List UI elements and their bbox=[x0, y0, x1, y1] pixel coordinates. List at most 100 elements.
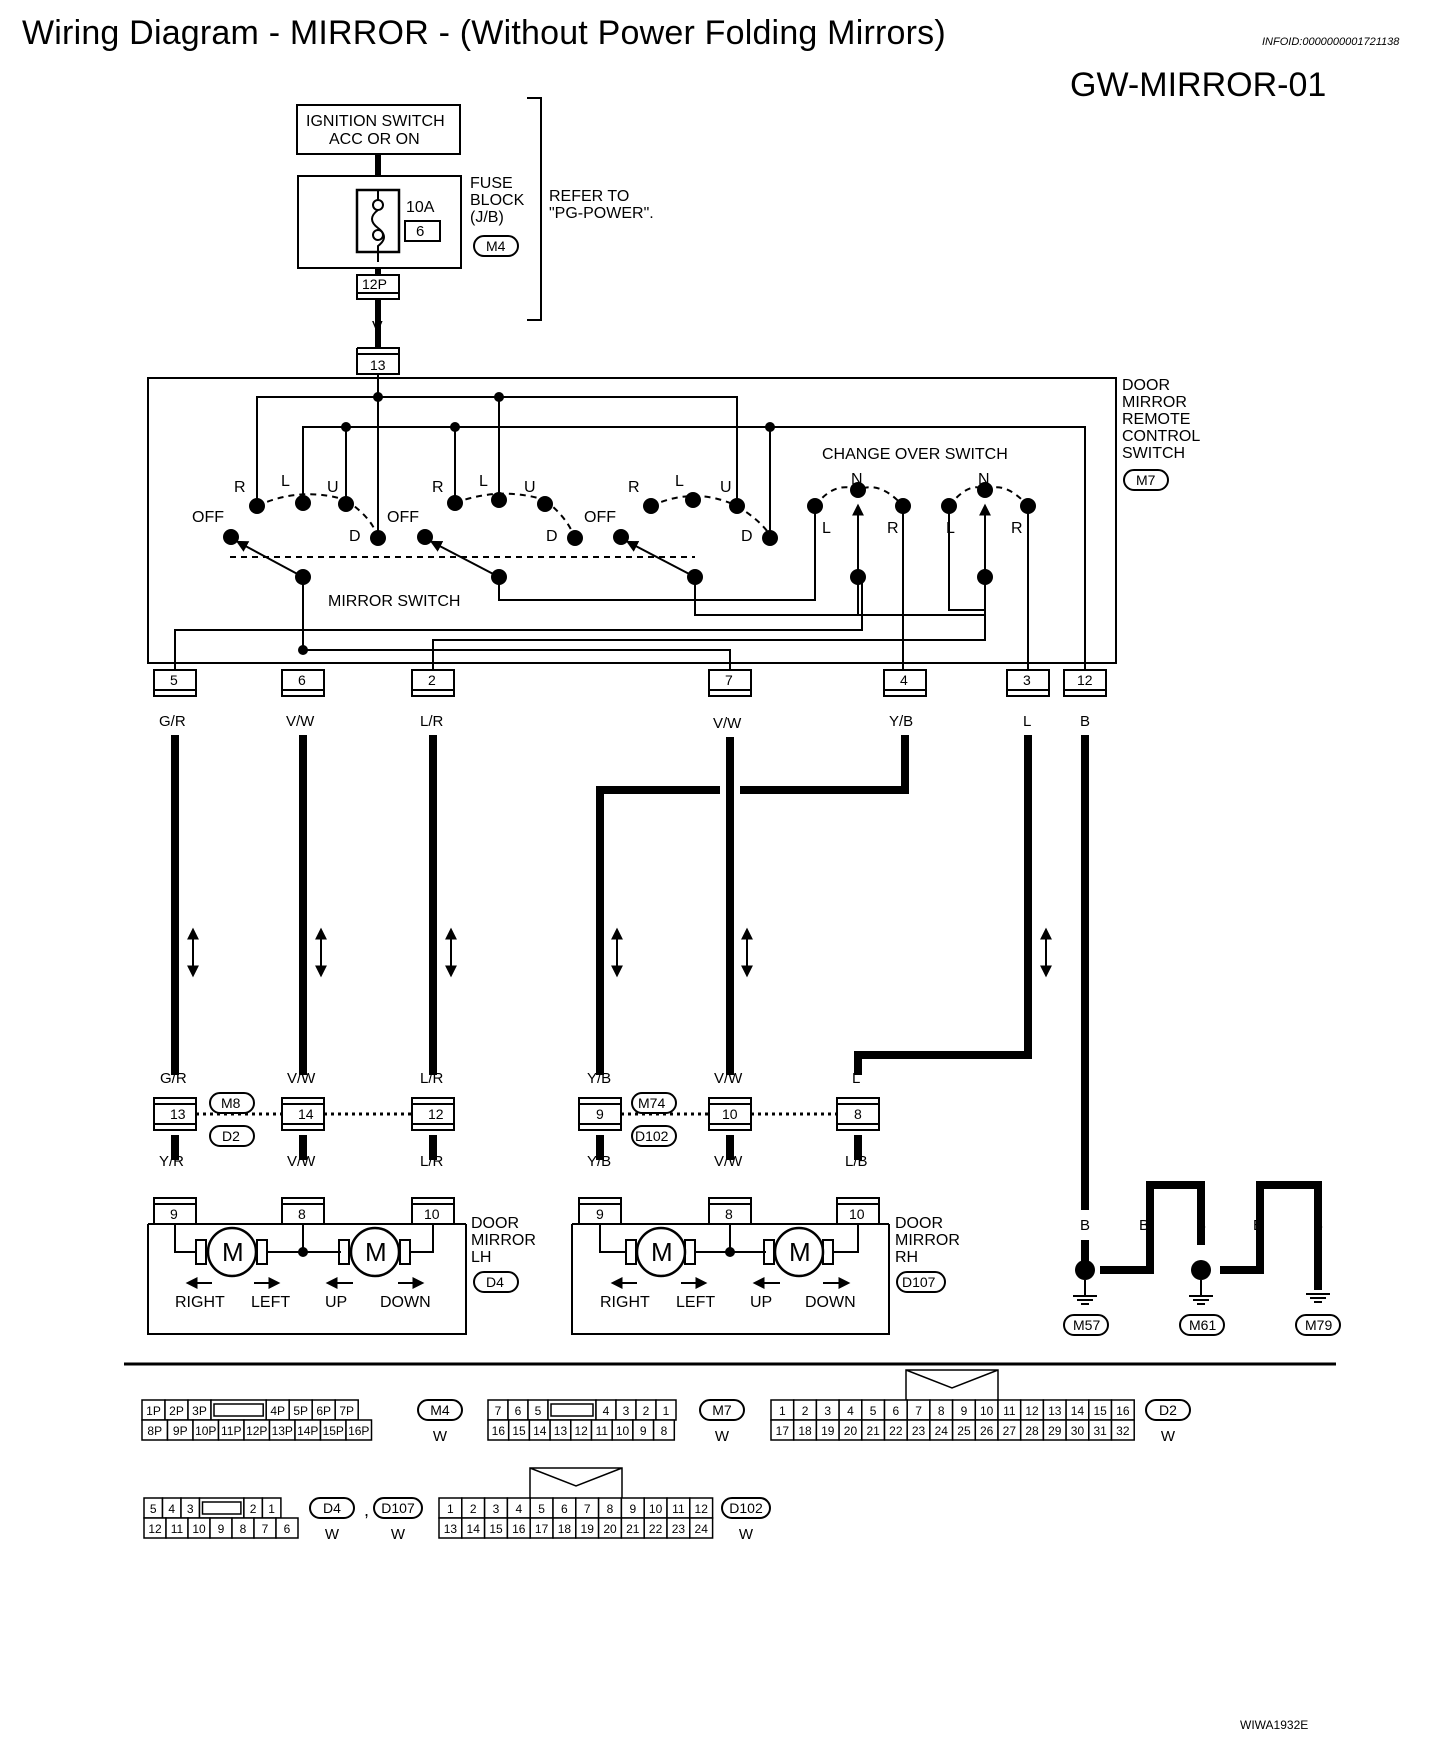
mirror-switch-label: MIRROR SWITCH bbox=[328, 593, 460, 610]
svg-text:B: B bbox=[1080, 1217, 1090, 1234]
d2-pin: 11 bbox=[1003, 1404, 1016, 1418]
svg-text:V/W: V/W bbox=[287, 1070, 316, 1087]
m4-pin: 15P bbox=[323, 1424, 344, 1438]
d4-separator: , bbox=[364, 1500, 369, 1520]
m7-color: W bbox=[715, 1428, 730, 1445]
fuse-connector-label: M4 bbox=[486, 238, 506, 254]
svg-text:R: R bbox=[234, 479, 246, 496]
svg-text:D: D bbox=[349, 528, 361, 545]
svg-text:CONTROL: CONTROL bbox=[1122, 428, 1200, 445]
d4-label: D4 bbox=[323, 1500, 341, 1516]
svg-text:UP: UP bbox=[325, 1294, 347, 1311]
switch-unit-connector: M7 bbox=[1136, 472, 1156, 488]
fuse-pin: 12P bbox=[362, 276, 387, 292]
svg-text:14: 14 bbox=[298, 1106, 314, 1122]
m7-pin: 11 bbox=[596, 1424, 609, 1438]
svg-text:N: N bbox=[851, 471, 863, 488]
d2-cell bbox=[1110, 1419, 1135, 1441]
m7-cell bbox=[652, 1419, 676, 1441]
fuse-number-box bbox=[404, 220, 441, 242]
svg-text:L: L bbox=[946, 520, 955, 537]
svg-text:OFF: OFF bbox=[584, 509, 616, 526]
svg-text:Y/B: Y/B bbox=[889, 713, 913, 730]
d107-label-oval bbox=[373, 1497, 423, 1519]
svg-text:L: L bbox=[281, 473, 290, 490]
svg-text:REMOTE: REMOTE bbox=[1122, 411, 1190, 428]
svg-text:5: 5 bbox=[170, 672, 178, 688]
m7-pin: 5 bbox=[535, 1404, 542, 1418]
svg-text:L: L bbox=[479, 473, 488, 490]
svg-text:MIRROR: MIRROR bbox=[471, 1232, 536, 1249]
svg-text:R: R bbox=[628, 479, 640, 496]
svg-text:LEFT: LEFT bbox=[676, 1294, 715, 1311]
d4-pin: 9 bbox=[218, 1522, 225, 1536]
d102-pin: 18 bbox=[558, 1522, 572, 1536]
svg-text:2: 2 bbox=[428, 672, 436, 688]
refer-line2: "PG-POWER". bbox=[549, 205, 654, 222]
d102-pin: 22 bbox=[649, 1522, 663, 1536]
d2-pin: 25 bbox=[957, 1424, 971, 1438]
m4-pin: 16P bbox=[348, 1424, 369, 1438]
joint-connector-lh: G/R V/W L/R Y/R V/W L/R 13 14 12 M8 D2 bbox=[153, 1070, 455, 1170]
svg-text:U: U bbox=[524, 479, 536, 496]
d107-label: D107 bbox=[381, 1500, 415, 1516]
d2-pin: 4 bbox=[847, 1404, 854, 1418]
svg-text:L: L bbox=[675, 473, 684, 490]
d102-pin: 5 bbox=[538, 1502, 545, 1516]
m7-pin: 3 bbox=[623, 1404, 630, 1418]
d4-pin: 7 bbox=[262, 1522, 269, 1536]
d2-pin: 26 bbox=[980, 1424, 994, 1438]
svg-text:V/W: V/W bbox=[713, 715, 742, 732]
d2-pin: 23 bbox=[912, 1424, 926, 1438]
d2-pin: 5 bbox=[870, 1404, 877, 1418]
m4-pin: 13P bbox=[272, 1424, 293, 1438]
ignition-line2: ACC OR ON bbox=[329, 131, 420, 148]
svg-text:D107: D107 bbox=[902, 1274, 936, 1290]
m4-pin: 9P bbox=[173, 1424, 188, 1438]
fuse-label3: (J/B) bbox=[470, 209, 504, 226]
svg-text:B: B bbox=[1313, 1217, 1323, 1234]
info-id: INFOID:0000000001721138 bbox=[1262, 36, 1400, 48]
m7-label: M7 bbox=[712, 1402, 732, 1418]
m7-pin: 10 bbox=[616, 1424, 630, 1438]
d2-pin: 27 bbox=[1003, 1424, 1017, 1438]
m4-pin: 7P bbox=[339, 1404, 354, 1418]
m7-pin: 12 bbox=[574, 1424, 588, 1438]
d4-pin: 2 bbox=[250, 1502, 257, 1516]
d102-pin: 10 bbox=[649, 1502, 663, 1516]
d2-pin: 31 bbox=[1093, 1424, 1107, 1438]
svg-text:M79: M79 bbox=[1305, 1317, 1332, 1333]
fuse-label2: BLOCK bbox=[470, 192, 525, 209]
d102-pin: 13 bbox=[444, 1522, 458, 1536]
d4-pin: 12 bbox=[148, 1522, 162, 1536]
svg-text:L: L bbox=[852, 1070, 860, 1087]
svg-text:G/R: G/R bbox=[160, 1070, 187, 1087]
d102-pin: 24 bbox=[695, 1522, 709, 1536]
svg-text:V/W: V/W bbox=[286, 713, 315, 730]
m4-color: W bbox=[433, 1428, 448, 1445]
svg-text:MIRROR: MIRROR bbox=[895, 1232, 960, 1249]
d4-pin: 4 bbox=[168, 1502, 175, 1516]
svg-text:M74: M74 bbox=[638, 1095, 665, 1111]
svg-text:M: M bbox=[222, 1237, 244, 1267]
d102-pin: 17 bbox=[535, 1522, 549, 1536]
svg-text:L: L bbox=[1023, 713, 1031, 730]
svg-text:12: 12 bbox=[428, 1106, 444, 1122]
m7-pin: 2 bbox=[643, 1404, 650, 1418]
m7-pin: 16 bbox=[492, 1424, 506, 1438]
svg-text:10: 10 bbox=[849, 1206, 865, 1222]
svg-text:L/R: L/R bbox=[420, 1070, 444, 1087]
d4-pin: 1 bbox=[268, 1502, 275, 1516]
svg-text:9: 9 bbox=[596, 1106, 604, 1122]
d2-pin: 24 bbox=[935, 1424, 949, 1438]
svg-text:10: 10 bbox=[722, 1106, 738, 1122]
m7-pin: 15 bbox=[512, 1424, 526, 1438]
fuse-amp: 10A bbox=[406, 199, 435, 216]
d102-pin: 19 bbox=[581, 1522, 595, 1536]
svg-text:9: 9 bbox=[596, 1206, 604, 1222]
d102-pin: 7 bbox=[584, 1502, 591, 1516]
ignition-line1: IGNITION SWITCH bbox=[306, 113, 445, 130]
svg-text:M: M bbox=[651, 1237, 673, 1267]
m4-label-oval bbox=[417, 1399, 463, 1421]
